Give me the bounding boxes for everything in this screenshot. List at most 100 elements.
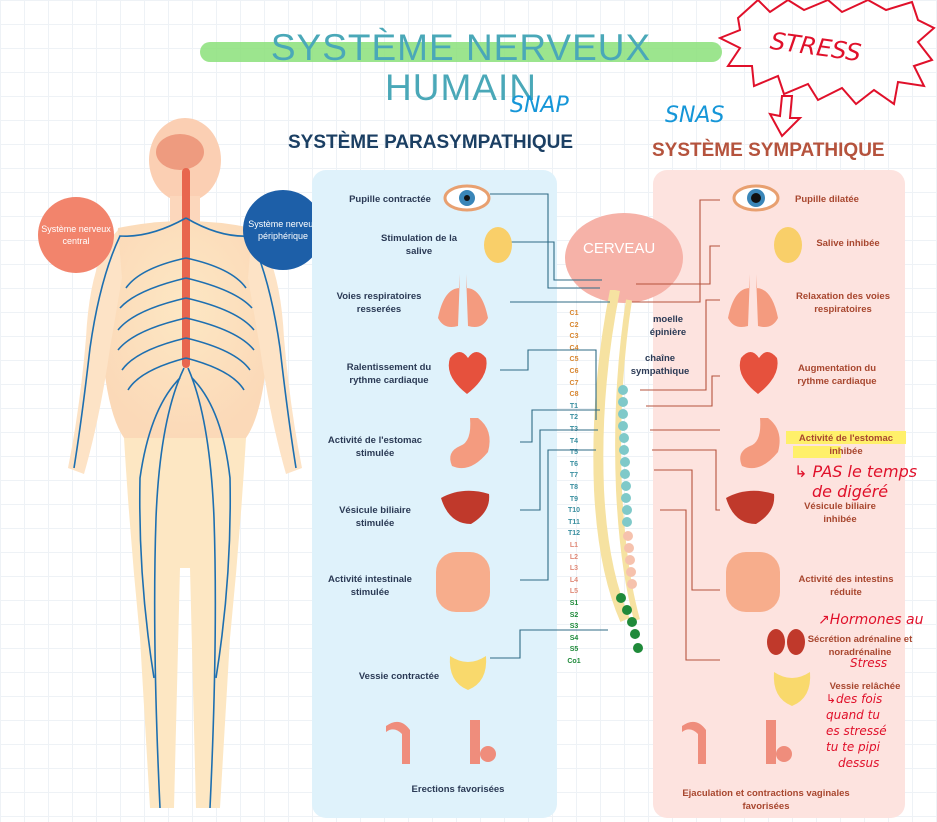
intestines-icon	[436, 552, 490, 612]
snap-label: SNAP	[510, 93, 569, 118]
vertebra-label: T2	[569, 414, 579, 422]
sym-item-adrenaline: Sécrétion adrénaline et noradrénaline	[807, 634, 913, 658]
peripheral-nervous-system-badge: Système nerveux périphérique	[243, 190, 323, 270]
annotation-pipi-4: tu te pipi	[826, 740, 880, 754]
vertebra-label: L5	[569, 588, 579, 596]
vertebra-label: C3	[569, 333, 579, 341]
vertebra-label: S3	[569, 623, 579, 631]
lungs-icon-sym	[728, 274, 778, 327]
eye-icon	[443, 184, 491, 212]
sym-item-salive: Salive inhibée	[816, 238, 880, 249]
vertebra-label: S4	[569, 634, 579, 642]
sym-item-stomach: Activité de l'estomac inhibée	[798, 433, 894, 457]
stomach-icon	[450, 418, 490, 469]
annotation-pipi-2: quand tu	[826, 708, 880, 722]
vertebra-label: T5	[569, 449, 579, 457]
sym-item-gallbladder: Vésicule biliaire inhibée	[804, 501, 876, 525]
para-item-erections: Erections favorisées	[411, 784, 505, 795]
vertebra-label: L3	[569, 565, 579, 573]
stomach-icon-sym	[740, 418, 780, 469]
vertebra-label: T10	[567, 507, 581, 515]
vertebra-label: C7	[569, 379, 579, 387]
vertebra-label: S5	[569, 646, 579, 654]
gallbladder-icon-sym	[726, 490, 775, 524]
heart-icon	[448, 352, 487, 394]
annotation-digest-1: ↳ PAS le temps	[794, 462, 918, 481]
heart-icon-sym	[739, 352, 778, 394]
para-item-gallbladder: Vésicule biliaire stimulée	[339, 505, 411, 529]
vertebra-label: C2	[569, 321, 579, 329]
annotation-pipi-5: dessus	[838, 756, 880, 770]
reproductive-organs-icon-sym	[682, 720, 792, 764]
gallbladder-icon	[441, 490, 490, 524]
peripheral-label: Système nerveux périphérique	[248, 219, 318, 241]
vertebra-label: C8	[569, 391, 579, 399]
parasympathetic-heading: SYSTÈME PARASYMPATHIQUE	[288, 132, 574, 153]
para-item-salive: Stimulation de la salive	[380, 233, 457, 257]
vertebra-label: T4	[569, 437, 579, 445]
bladder-icon-sym	[773, 672, 811, 706]
vertebra-label: Co1	[567, 658, 581, 665]
vertebra-label: T8	[569, 484, 579, 491]
para-item-intestine: Activité intestinale stimulée	[328, 574, 412, 598]
para-item-respiratory: Voies respiratoires resserées	[336, 291, 422, 315]
sympathetic-chain-label: chaîne sympathique	[630, 353, 690, 377]
eye-icon-sym	[732, 184, 780, 212]
vertebra-label: S2	[569, 611, 579, 619]
annotation-pipi-1: ↳des fois	[826, 692, 883, 706]
vertebra-label: T11	[568, 518, 580, 526]
page-title: SYSTÈME NERVEUX HUMAIN	[270, 27, 652, 108]
sympathetic-heading: SYSTÈME SYMPATHIQUE	[652, 140, 885, 161]
brain-label: CERVEAU	[583, 240, 656, 257]
title-highlight	[200, 42, 722, 62]
vertebra-label: L2	[569, 553, 579, 561]
title-block: SYSTÈME NERVEUX HUMAIN	[200, 28, 722, 108]
para-item-bladder: Vessie contractée	[358, 671, 440, 682]
spine-diagram	[593, 290, 643, 653]
sym-item-ejaculation: Ejaculation et contractions vaginales fa…	[682, 788, 850, 812]
stress-starburst	[718, 0, 936, 106]
intestines-icon-sym	[726, 552, 780, 612]
annotation-digest-2: de digéré	[812, 482, 889, 501]
vertebra-label: C4	[569, 344, 579, 352]
vertebra-label: C5	[569, 356, 579, 364]
stress-arrow-icon	[768, 95, 803, 138]
vertebra-label: T1	[569, 402, 579, 410]
parasympathetic-panel	[312, 170, 557, 818]
vertebra-label: S1	[569, 600, 579, 607]
central-nervous-system-badge: Système nerveux central	[38, 197, 114, 273]
annotation-hormones-2: Stress	[850, 656, 888, 670]
vertebra-label: L1	[569, 542, 579, 549]
vertebra-label: T7	[569, 472, 579, 480]
vertebra-label: C1	[569, 310, 579, 317]
annotation-pipi-3: es stressé	[826, 724, 887, 738]
kidneys-icon	[767, 629, 805, 655]
vertebra-label: L4	[569, 576, 579, 584]
reproductive-organs-icon	[386, 720, 496, 764]
sympathetic-panel	[653, 170, 905, 818]
stomach-highlight-2	[793, 446, 841, 458]
salivary-gland-icon-sym	[774, 227, 802, 263]
para-item-stomach: Activité de l'estomac stimulée	[327, 435, 423, 459]
sym-item-pupil: Pupille dilatée	[795, 194, 859, 205]
nerve-connections	[490, 193, 720, 661]
vertebra-label: T12	[567, 530, 581, 538]
para-item-heart: Ralentissement du rythme cardiaque	[346, 362, 432, 386]
sym-item-heart: Augmentation du rythme cardiaque	[797, 363, 877, 387]
lungs-icon	[438, 274, 488, 327]
snas-label: SNAS	[665, 103, 725, 128]
vertebra-label: T6	[569, 460, 579, 468]
sym-item-respiratory: Relaxation des voies respiratoires	[796, 291, 890, 315]
sym-item-bladder: Vessie relâchée	[829, 681, 901, 692]
vertebra-label: C6	[569, 368, 579, 375]
vertebra-label: T9	[569, 495, 579, 503]
bladder-icon	[449, 656, 487, 690]
salivary-gland-icon	[484, 227, 512, 263]
human-figure	[68, 118, 302, 809]
sym-item-intestine: Activité des intestins réduite	[798, 574, 894, 598]
spinal-cord-label: moelle épinière	[649, 314, 687, 338]
stomach-highlight	[786, 431, 906, 444]
annotation-hormones-1: ↗Hormones au	[818, 612, 924, 628]
para-item-pupil: Pupille contractée	[349, 194, 431, 205]
central-label: Système nerveux central	[41, 224, 111, 246]
